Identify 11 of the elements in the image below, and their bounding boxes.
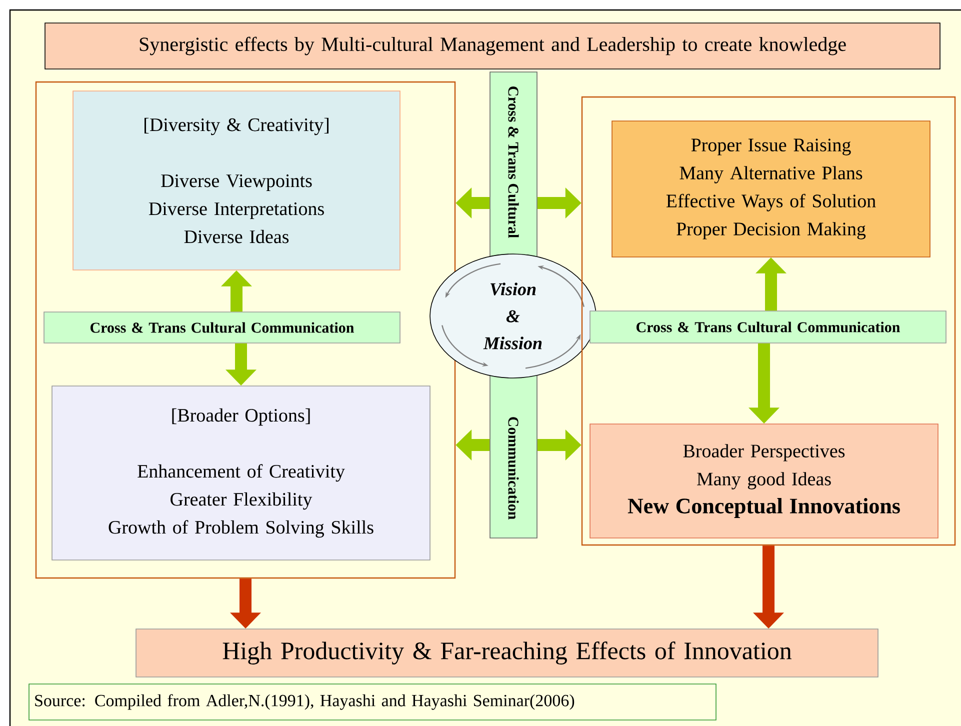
communication-band: Cross & Trans Cultural Communication [590,310,946,344]
group-frame [581,96,956,546]
result-box: High Productivity & Far-reaching Effects of Innovation [136,628,878,678]
process-box: [Broader Options] Enhancement of Creativity Greater Flexibility Growth of Problem Solving Skills [52,386,430,560]
process-box: [Diversity & Creativity] Diverse Viewpoints Diverse Interpretations Diverse Ideas [72,90,400,270]
heading-box: Synergistic effects by Multi-cultural Management and Leadership to create knowledge [44,22,940,70]
process-box: Broader Perspectives Many good Ideas New Conceptual Innovations [590,424,938,538]
process-box: Proper Issue Raising Many Alternative Plans Effective Ways of Solution Proper Decision Making [612,120,930,258]
communication-band: Cross & Trans Cultural Communication [44,312,400,344]
group-frame [35,81,456,579]
source-box: Source: Compiled from Adler,N.(1991), Hayashi and Hayashi Seminar(2006) [28,684,716,720]
